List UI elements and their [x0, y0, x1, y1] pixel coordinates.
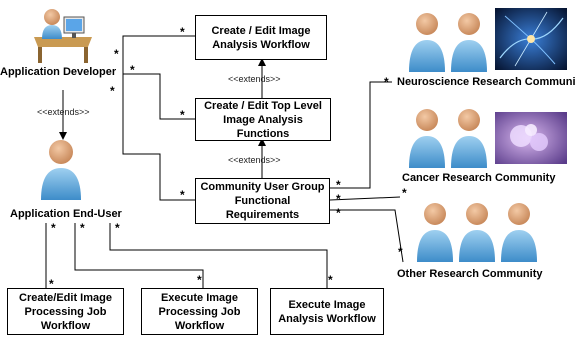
- community-to-other-line: [330, 209, 404, 263]
- use-case-community-requirements: Community User Group Functional Requirem…: [195, 178, 330, 224]
- use-case-job-workflow: Create/Edit Image Processing Job Workflo…: [7, 288, 124, 335]
- cancer-cell-image: [495, 112, 567, 164]
- developer-to-create-workflow-line: [122, 35, 195, 74]
- use-case-execute-job: Execute Image Processing Job Workflow: [141, 288, 258, 335]
- end-user-icon: [41, 140, 81, 200]
- other-people-icon: [417, 203, 537, 262]
- extends-label-top-level: <<extends>>: [228, 74, 281, 84]
- multiplicity-community: *: [180, 188, 185, 202]
- neuroscience-people-icon: [409, 13, 487, 72]
- multiplicity-community-other: *: [336, 206, 341, 220]
- neuroscience-community-label: Neuroscience Research Community: [397, 76, 575, 88]
- multiplicity-developer-lower: *: [110, 84, 115, 98]
- multiplicity-create-workflow: *: [180, 25, 185, 39]
- multiplicity-execute-job: *: [197, 273, 202, 287]
- developer-to-community-line: [122, 74, 195, 201]
- developer-to-top-level-line: [123, 73, 195, 120]
- multiplicity-developer-right: *: [130, 63, 135, 77]
- cancer-community-label: Cancer Research Community: [402, 172, 556, 184]
- multiplicity-neuro: *: [384, 75, 389, 89]
- multiplicity-execute-analysis: *: [328, 273, 333, 287]
- cancer-people-icon: [409, 109, 487, 168]
- multiplicity-community-cancer: *: [336, 192, 341, 206]
- end-user-to-execute-analysis-line: [109, 223, 328, 288]
- neuron-image: [495, 8, 567, 70]
- use-case-execute-analysis: Execute Image Analysis Workflow: [270, 288, 384, 335]
- developer-label: Application Developer: [0, 66, 117, 78]
- multiplicity-end-user-job: *: [51, 221, 56, 235]
- multiplicity-developer-upper: *: [114, 47, 119, 61]
- community-to-cancer-line: [329, 196, 401, 201]
- use-case-create-workflow: Create / Edit Image Analysis Workflow: [195, 15, 327, 60]
- multiplicity-end-user-execute-job: *: [80, 221, 85, 235]
- multiplicity-community-neuro: *: [336, 178, 341, 192]
- community-to-neuro-line: [330, 81, 392, 189]
- developer-at-computer-icon: [34, 9, 92, 63]
- extends-label-developer: <<extends>>: [37, 107, 90, 117]
- extends-label-community: <<extends>>: [228, 155, 281, 165]
- multiplicity-job-workflow: *: [49, 277, 54, 291]
- use-case-top-level-functions: Create / Edit Top Level Image Analysis F…: [195, 98, 331, 141]
- multiplicity-other: *: [398, 245, 403, 259]
- other-community-label: Other Research Community: [397, 268, 543, 280]
- multiplicity-cancer: *: [402, 186, 407, 200]
- multiplicity-top-level: *: [180, 108, 185, 122]
- end-user-label: Application End-User: [10, 208, 122, 220]
- multiplicity-end-user-execute-analysis: *: [115, 221, 120, 235]
- end-user-to-execute-job-line: [74, 223, 204, 288]
